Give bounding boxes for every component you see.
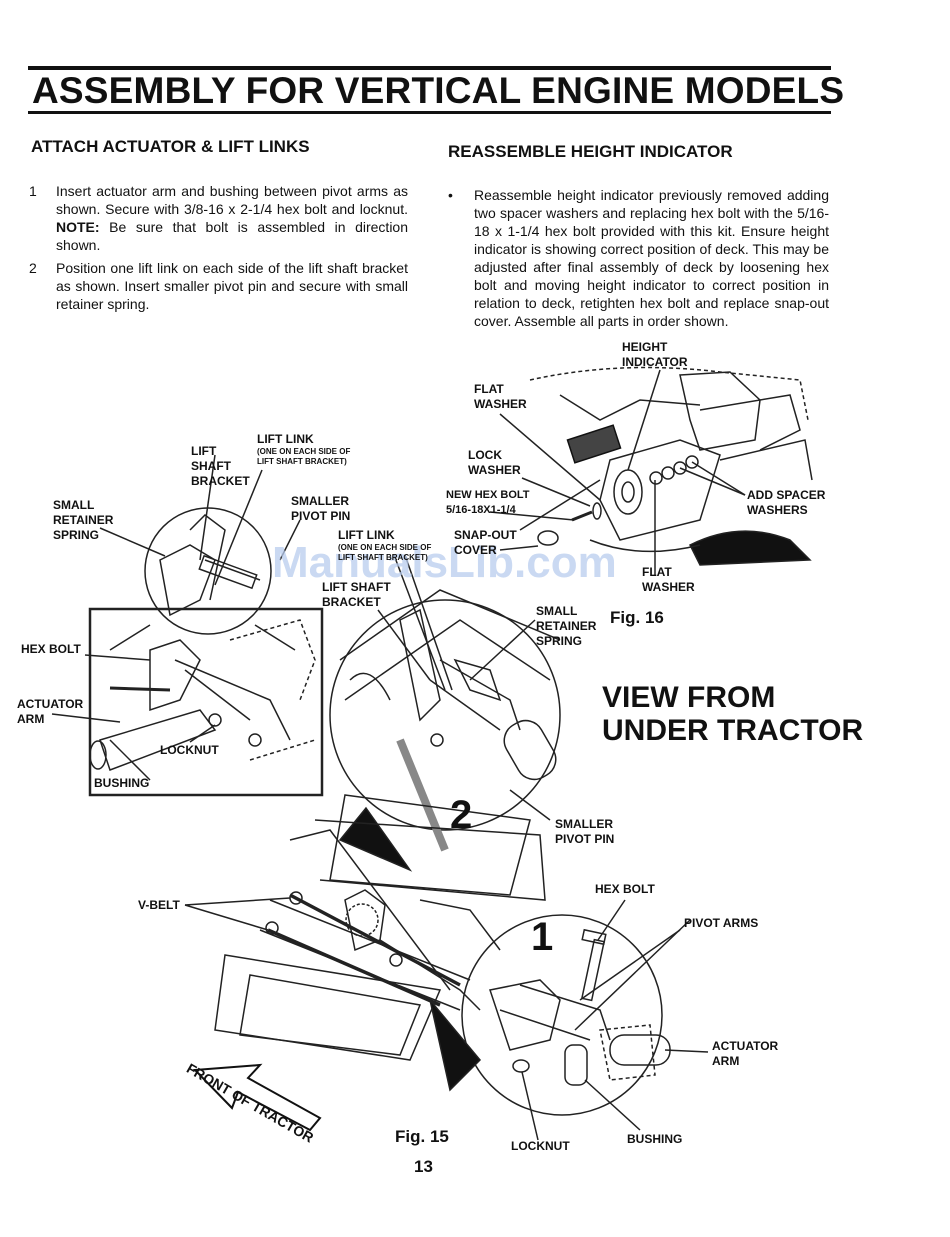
- lift-link-detail-circle: [144, 507, 272, 635]
- page-number: 13: [414, 1157, 433, 1176]
- step-2-text: Position one lift link on each side of t…: [56, 260, 408, 312]
- right-section-heading: REASSEMBLE HEIGHT INDICATOR: [448, 142, 733, 161]
- bullet: •: [448, 187, 453, 203]
- fig15-caption: Fig. 15: [395, 1127, 449, 1146]
- page-title: ASSEMBLY FOR VERTICAL ENGINE MODELS: [32, 70, 845, 111]
- step-1-note-text: Be sure that bolt is assembled in direct…: [56, 219, 409, 253]
- step-1: 1 Insert actuator arm and bushing betwee…: [29, 182, 409, 254]
- step-1-note-label: NOTE:: [56, 219, 100, 235]
- fig16-caption: Fig. 16: [610, 608, 664, 627]
- step-1-number: 1: [29, 183, 37, 199]
- step-2: 2 Position one lift link on each side of…: [29, 259, 408, 313]
- label-bushing-left: BUSHING: [94, 776, 150, 790]
- label-hex-bolt-left: HEX BOLT: [21, 642, 81, 656]
- step-2-detail-circle: [329, 599, 561, 831]
- step-2-number: 2: [29, 260, 37, 276]
- manualslib-watermark: ManualsLib.com: [272, 538, 617, 587]
- label-bushing-bottom: BUSHING: [627, 1132, 683, 1146]
- title-rule-bottom: [28, 111, 831, 114]
- label-hex-bolt-right: HEX BOLT: [595, 882, 655, 896]
- fig16-drawing: [519, 366, 813, 566]
- height-indicator-instructions: • Reassemble height indicator previously…: [448, 186, 829, 330]
- label-locknut-left: LOCKNUT: [160, 743, 219, 757]
- left-section-heading: ATTACH ACTUATOR & LIFT LINKS: [31, 137, 310, 156]
- step-1-text: Insert actuator arm and bushing between …: [56, 183, 408, 217]
- title-rule-top: [28, 66, 831, 70]
- label-v-belt: V-BELT: [138, 898, 180, 912]
- label-lift-link-top: LIFT LINK (ONE ON EACH SIDE OF LIFT SHAF…: [257, 432, 351, 466]
- label-pivot-arms: PIVOT ARMS: [684, 916, 759, 930]
- actuator-detail-box: [88, 607, 324, 797]
- step-marker-2: 2: [450, 793, 473, 837]
- label-lift-link-mid: LIFT LINK (ONE ON EACH SIDE OF LIFT SHAF…: [338, 528, 432, 562]
- step-marker-1: 1: [531, 915, 554, 959]
- step-1-detail-circle: [461, 914, 663, 1116]
- height-indicator-text: Reassemble height indicator previously r…: [474, 187, 829, 329]
- label-locknut-bottom: LOCKNUT: [511, 1139, 570, 1153]
